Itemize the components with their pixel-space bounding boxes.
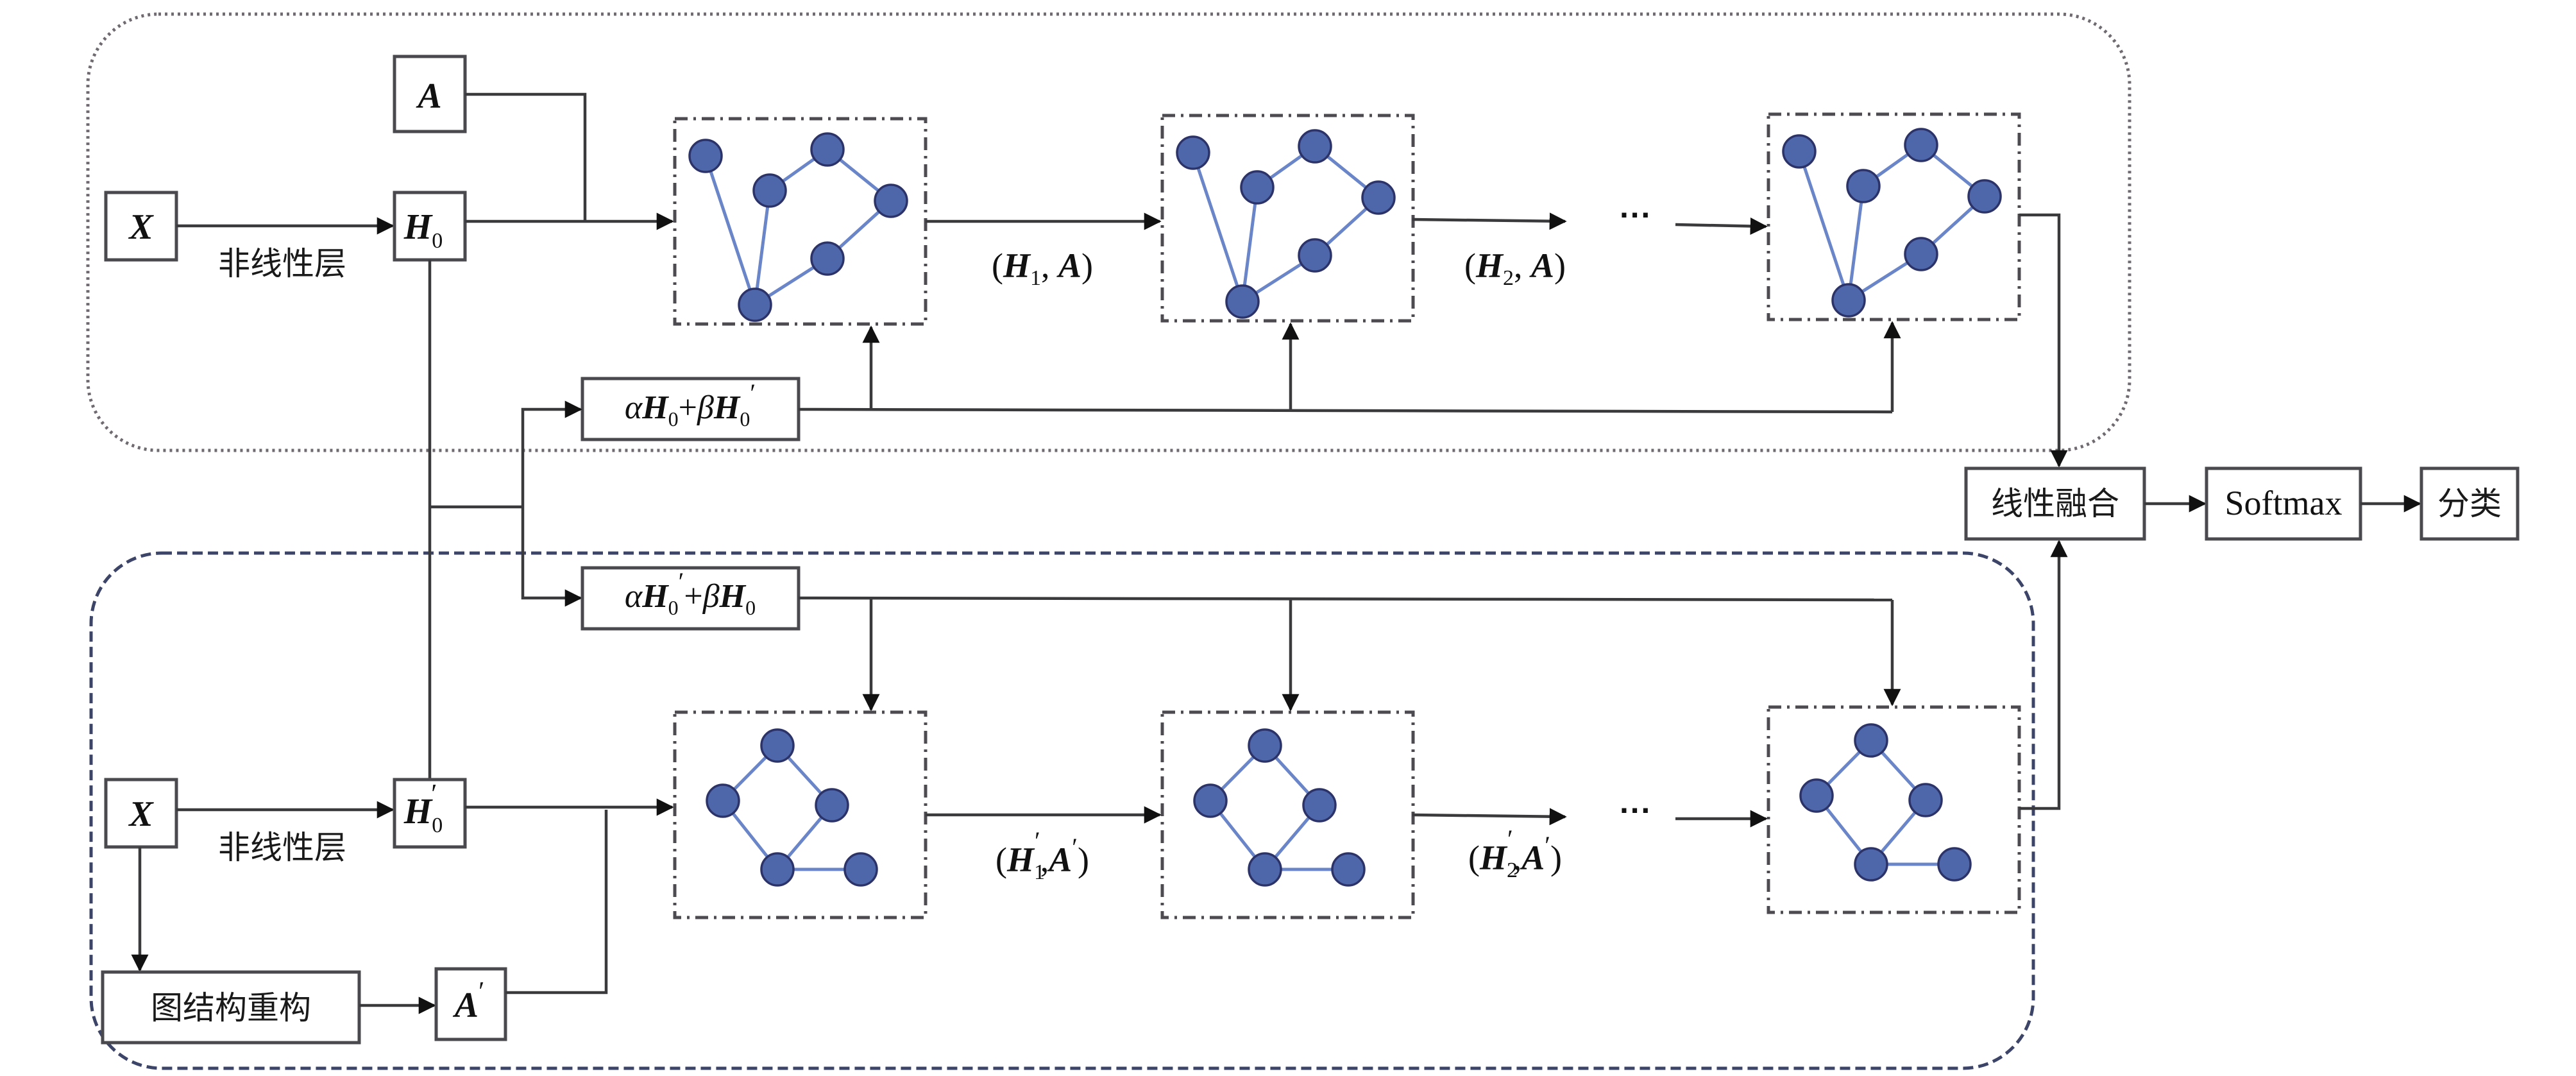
top-input-x-label: X: [128, 207, 154, 247]
bottom-h0prime-label: H0′: [403, 780, 443, 837]
wire-top-mix-to-graphs: [798, 407, 1893, 414]
graph-node: [1937, 847, 1972, 882]
graph-node: [1782, 134, 1817, 169]
softmax-label: Softmax: [2225, 484, 2343, 522]
bottom-step-label-2: (H2′,A′): [1468, 824, 1562, 882]
graph-node: [815, 788, 849, 823]
bottom-input-x-label: X: [128, 794, 154, 834]
graph-node: [1225, 284, 1260, 319]
linear-fusion-label: 线性融合: [1991, 485, 2119, 522]
cross-branch-connectors: [428, 260, 582, 780]
graph-node: [760, 852, 795, 887]
bottom-graph-panel-3[interactable]: [1767, 705, 2021, 914]
graph-node: [1193, 783, 1228, 818]
arrow-junction-to-bottom-mix: [521, 507, 582, 607]
graph-node: [810, 132, 845, 167]
top-adjacency-a-label: A: [416, 76, 441, 116]
graph-node: [752, 173, 787, 208]
bottom-nonlinear-layer-label: 非线性层: [218, 829, 346, 866]
arrow-junction-to-top-mix: [521, 400, 582, 507]
graph-panel-frame: [673, 710, 928, 919]
arrow-bottom-graph-2-to-ellipsis: [1412, 808, 1567, 826]
top-step-label-1: (H1, A): [992, 246, 1093, 290]
graph-node: [1298, 238, 1332, 273]
graph-node: [1846, 169, 1881, 203]
graph-node: [1854, 723, 1888, 758]
graph-node: [1248, 852, 1282, 887]
bottom-graph-panel-2[interactable]: [1160, 710, 1415, 919]
output-stage: 线性融合 Softmax 分类: [1964, 466, 2520, 541]
graph-node: [1361, 180, 1396, 215]
graph-node: [1240, 170, 1275, 205]
top-h0-label: H0: [403, 207, 443, 253]
graph-reconstruct-box[interactable]: [101, 970, 361, 1045]
top-branch-container: [86, 12, 2131, 452]
bottom-aprime-box[interactable]: [434, 967, 507, 1041]
arrow-ellipsis-to-graph-3: [1675, 217, 1768, 235]
graph-node: [1904, 128, 1938, 162]
graph-edge: [753, 190, 772, 305]
graph-node: [1854, 847, 1888, 882]
graph-node: [1331, 852, 1366, 887]
classify-box[interactable]: [2419, 466, 2520, 541]
graph-edge: [1847, 185, 1865, 301]
bottom-ellipsis: ···: [1620, 792, 1652, 828]
wire-aprime-to-join: [505, 810, 608, 995]
graph-edge: [704, 155, 757, 305]
classify-label: 分类: [2437, 485, 2502, 522]
top-graph-panel-3[interactable]: [1767, 112, 2021, 321]
graph-node: [1908, 783, 1943, 817]
graph-panel-frame: [1160, 710, 1415, 919]
top-nonlinear-layer-label: 非线性层: [218, 245, 346, 282]
top-graph-panel-1[interactable]: [673, 117, 928, 326]
graph-node: [760, 728, 795, 763]
top-ellipsis: ···: [1620, 197, 1652, 233]
graph-edge: [1241, 187, 1259, 302]
wire-top-graph-3-to-fusion: [2019, 213, 2068, 468]
graph-node: [738, 287, 772, 322]
wire-bottom-mix-to-graphs: [798, 596, 1893, 602]
bottom-h0prime-box[interactable]: [393, 778, 467, 849]
bottom-mix-formula: αH0′+βH0: [625, 567, 756, 619]
top-branch: X 非线性层 A H0 (H1, A) ··· (H2, A): [104, 55, 2068, 468]
arrow-graph-2-to-ellipsis: [1412, 212, 1567, 230]
bottom-aprime-label: A′: [453, 977, 485, 1025]
bottom-branch: αH0′+βH0 X 非线性层 H0′ 图结构重构 A′: [101, 540, 2068, 1045]
top-adjacency-a-box[interactable]: [393, 55, 467, 133]
graph-node: [1831, 283, 1866, 318]
graph-node: [1248, 728, 1282, 763]
linear-fusion-box[interactable]: [1964, 466, 2146, 541]
graph-node: [1302, 788, 1337, 823]
graph-node: [1176, 135, 1210, 170]
graph-panel-frame: [1767, 705, 2021, 914]
graph-edge: [1797, 151, 1851, 301]
top-step-label-2: (H2, A): [1464, 246, 1566, 290]
graph-node: [1967, 179, 2002, 214]
bottom-graph-panel-1[interactable]: [673, 710, 928, 919]
graph-node: [874, 184, 908, 218]
bottom-branch-container: [89, 551, 2035, 1070]
top-mix-formula: αH0+βH0′: [625, 379, 756, 431]
graph-edge: [1191, 152, 1244, 302]
graph-reconstruct-label: 图结构重构: [151, 989, 311, 1027]
wire-a-to-join: [465, 92, 587, 221]
graph-node: [688, 139, 723, 173]
graph-node: [1904, 237, 1938, 271]
graph-node: [810, 241, 845, 276]
wire-bottom-graph-3-to-fusion: [2019, 540, 2068, 810]
top-mix-box[interactable]: [580, 377, 801, 441]
top-graph-panel-2[interactable]: [1160, 114, 1415, 323]
graph-node: [843, 852, 878, 887]
graph-node: [706, 783, 740, 818]
bottom-step-label-1: (H1′,A′): [996, 826, 1089, 884]
graph-node: [1298, 129, 1332, 164]
top-h0-box[interactable]: [393, 191, 467, 262]
graph-node: [1799, 778, 1834, 813]
